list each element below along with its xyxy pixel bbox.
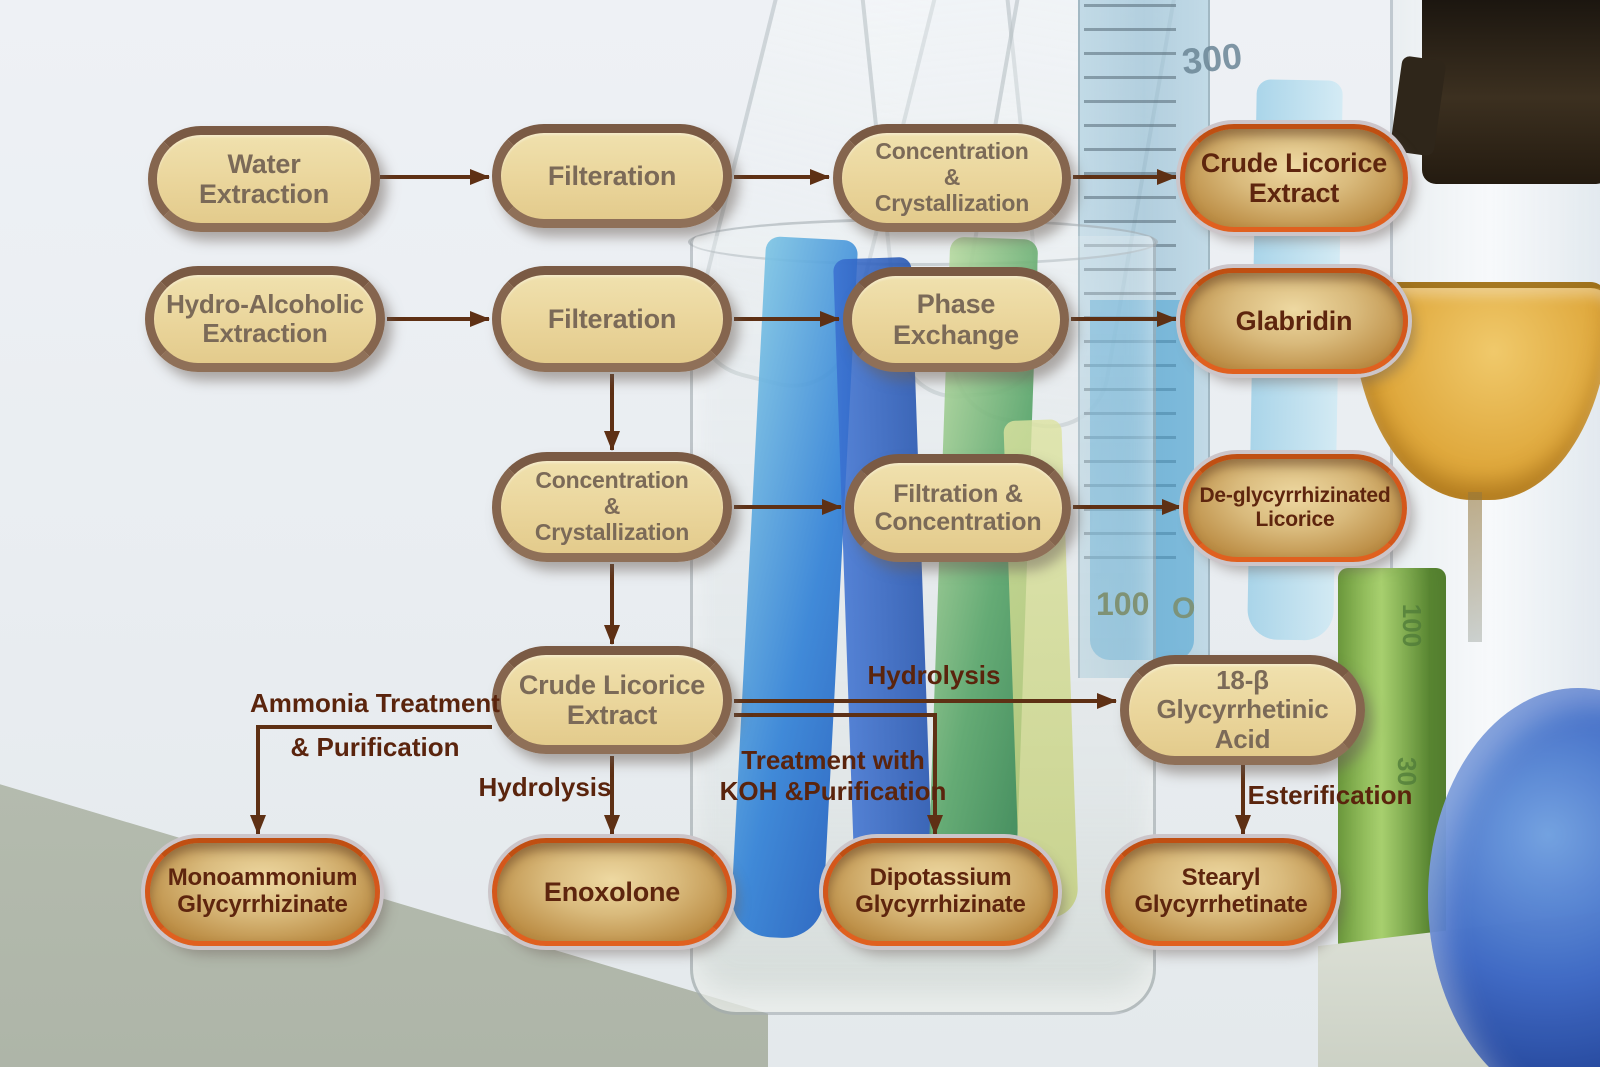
funnel-stem	[1468, 492, 1482, 642]
node-label: Filteration	[547, 303, 677, 334]
node-label: Concentration & Crystallization	[534, 467, 690, 545]
edge-label-ammonia-treatment: Ammonia Treatment	[250, 688, 500, 718]
node-monoammonium-glycyrrhizinate: Monoammonium Glycyrrhizinate	[145, 838, 380, 946]
node-label: 18-β Glycyrrhetinic Acid	[1156, 665, 1329, 754]
edge-label-esterification: Esterification	[1247, 780, 1413, 810]
beaker-o-marking: O	[1172, 592, 1196, 625]
node-phase-exchange: Phase Exchange	[843, 267, 1069, 372]
node-label: Enoxolone	[543, 876, 681, 907]
node-label: Filteration	[547, 160, 677, 191]
node-concentration-crystallization-1: Concentration & Crystallization	[833, 124, 1071, 232]
node-label: Crude Licorice Extract	[518, 669, 706, 730]
edge-ammonia-to-monoammonium	[250, 725, 492, 835]
node-label: Monoammonium Glycyrrhizinate	[167, 864, 358, 918]
node-label: Water Extraction	[198, 148, 330, 209]
node-hydro-alcoholic-extraction: Hydro-Alcoholic Extraction	[145, 266, 385, 372]
node-filteration-2: Filteration	[492, 266, 732, 372]
node-filteration-1: Filteration	[492, 124, 732, 228]
node-filtration-concentration: Filtration & Concentration	[845, 454, 1071, 562]
node-label: De-glycyrrhizinated Licorice	[1199, 484, 1391, 531]
edge-label-purification: & Purification	[290, 732, 460, 762]
edge-koh-to-dipotassium	[734, 713, 943, 835]
node-label: Glabridin	[1235, 305, 1353, 336]
node-crude-licorice-extract-2: Crude Licorice Extract	[492, 646, 732, 754]
node-18-beta-glycyrrhetinic-acid: 18-β Glycyrrhetinic Acid	[1120, 655, 1365, 765]
edge-label-hydrolysis-down: Hydrolysis	[478, 772, 612, 802]
node-stearyl-glycyrrhetinate: Stearyl Glycyrrhetinate	[1105, 838, 1337, 946]
node-concentration-crystallization-2: Concentration & Crystallization	[492, 452, 732, 562]
node-glabridin: Glabridin	[1180, 268, 1408, 374]
node-water-extraction: Water Extraction	[148, 126, 380, 232]
node-label: Filtration & Concentration	[874, 480, 1042, 536]
edge-label-hydrolysis-right: Hydrolysis	[867, 660, 1001, 690]
node-label: Concentration & Crystallization	[874, 138, 1030, 216]
edge-label-koh-treatment: Treatment with KOH &Purification	[719, 745, 947, 806]
node-label: Stearyl Glycyrrhetinate	[1134, 864, 1308, 918]
node-crude-licorice-extract-product: Crude Licorice Extract	[1180, 124, 1408, 232]
node-enoxolone: Enoxolone	[492, 838, 732, 946]
node-label: Crude Licorice Extract	[1200, 147, 1388, 208]
node-dipotassium-glycyrrhizinate: Dipotassium Glycyrrhizinate	[823, 838, 1058, 946]
node-label: Dipotassium Glycyrrhizinate	[855, 864, 1026, 918]
bottle-cap	[1422, 0, 1600, 184]
node-label: Hydro-Alcoholic Extraction	[166, 288, 364, 348]
node-label: Phase Exchange	[893, 289, 1019, 350]
node-de-glycyrrhizinated-licorice: De-glycyrrhizinated Licorice	[1183, 454, 1407, 562]
beaker-100-marking: 100	[1096, 586, 1150, 622]
